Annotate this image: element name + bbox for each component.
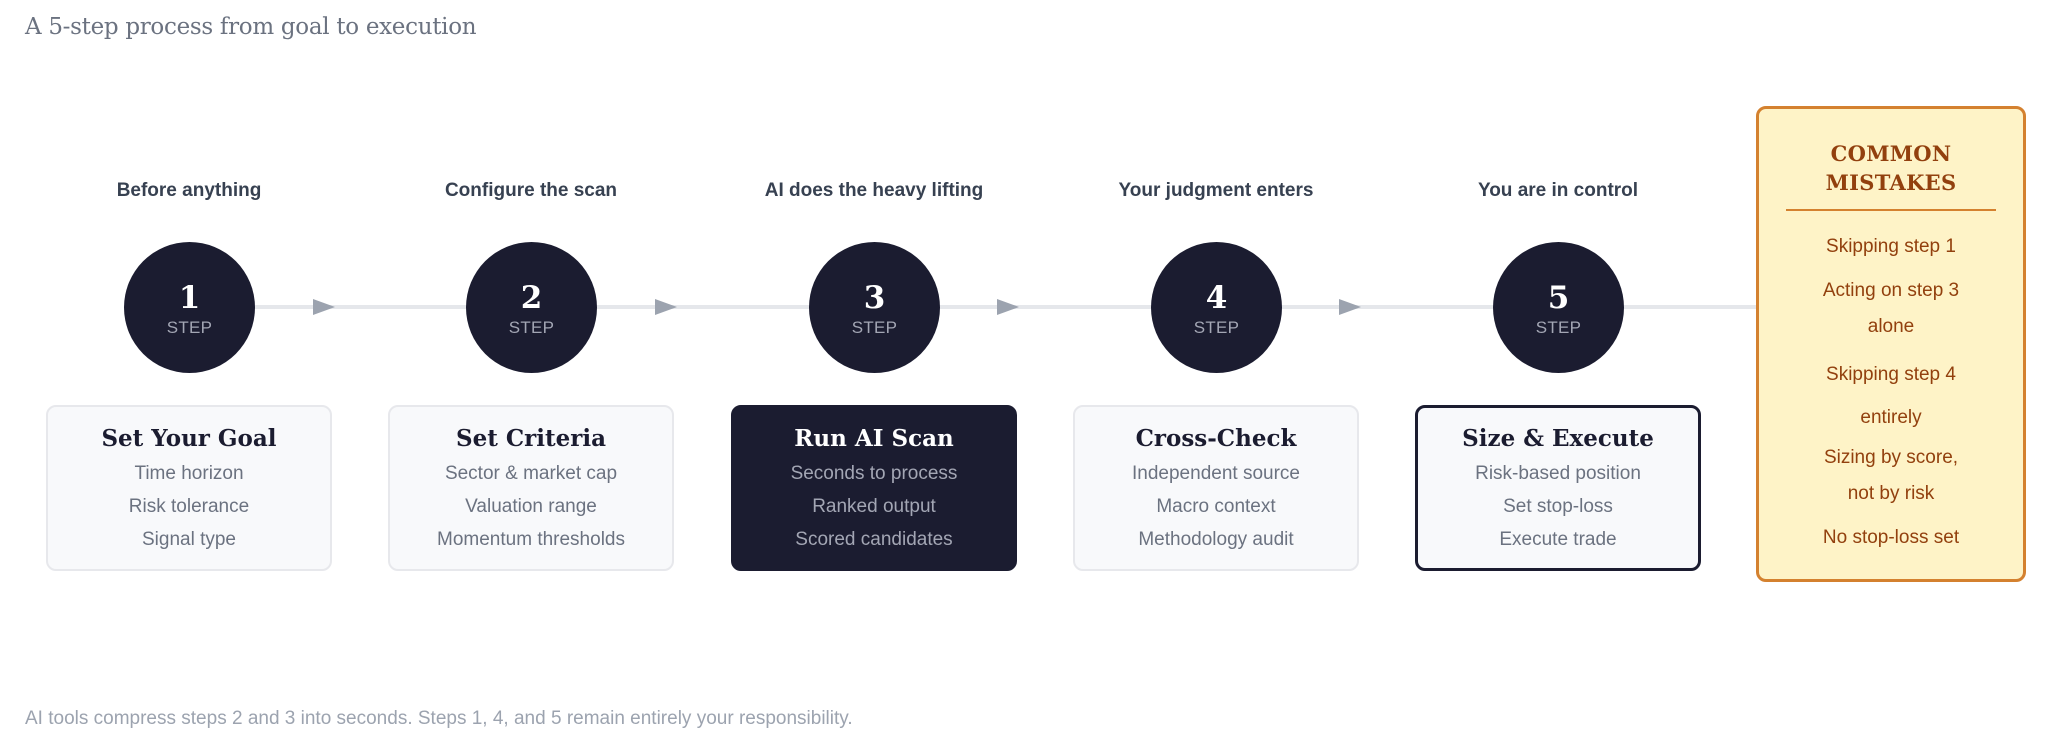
mistake-item: Skipping step 4 entirely <box>1759 353 2023 439</box>
mistake-text: entirely <box>1860 407 1922 428</box>
mistake-text: No stop-loss set <box>1822 527 1960 548</box>
step-word: STEP <box>1193 318 1240 337</box>
step-card-item: Scored candidates <box>795 529 953 550</box>
step-number: 4 <box>1205 280 1228 316</box>
step-card-title: Size & Execute <box>1462 425 1654 452</box>
mistakes-divider <box>1786 209 1996 211</box>
step-card-title: Run AI Scan <box>794 425 954 452</box>
mistakes-title: COMMON MISTAKES <box>1759 139 2023 197</box>
step-label: Configure the scan <box>444 180 618 201</box>
step-word: STEP <box>166 318 213 337</box>
mistake-text: Skipping step 4 <box>1826 364 1956 385</box>
mistake-text: alone <box>1867 316 1915 337</box>
step-card-title: Cross-Check <box>1135 425 1297 452</box>
step-word: STEP <box>1535 318 1582 337</box>
step-card-item: Valuation range <box>465 496 597 517</box>
step-card-item: Time horizon <box>134 463 244 484</box>
mistakes-list: Skipping step 1 Acting on step 3 alone S… <box>1759 229 2023 556</box>
step-word: STEP <box>508 318 555 337</box>
step-number: 3 <box>863 280 886 316</box>
step-card: Set Your Goal Time horizon Risk toleranc… <box>46 405 332 571</box>
step-card-item: Independent source <box>1132 463 1300 484</box>
step-number-badge: 5 STEP <box>1493 242 1624 373</box>
mistake-text: Acting on step 3 <box>1822 280 1960 301</box>
step-number: 2 <box>520 280 543 316</box>
mistakes-title-line: COMMON <box>1830 141 1952 166</box>
step-number-badge: 3 STEP <box>809 242 940 373</box>
step-card-outlined: Size & Execute Risk-based position Set s… <box>1415 405 1701 571</box>
step-card-item: Ranked output <box>812 496 936 517</box>
step-number-badge: 1 STEP <box>124 242 255 373</box>
step-card-item: Risk tolerance <box>128 496 250 517</box>
step-card-item: Set stop-loss <box>1503 496 1613 517</box>
step-card: Set Criteria Sector & market cap Valuati… <box>388 405 674 571</box>
step-label: Before anything <box>116 180 262 201</box>
common-mistakes-panel: COMMON MISTAKES Skipping step 1 Acting o… <box>1756 106 2026 582</box>
step-card-title: Set Criteria <box>455 425 607 452</box>
step-number: 5 <box>1547 280 1570 316</box>
mistakes-title-line: MISTAKES <box>1825 170 1957 195</box>
step-card-highlighted: Run AI Scan Seconds to process Ranked ou… <box>731 405 1017 571</box>
arrow-right-icon <box>997 299 1019 315</box>
footer-note: AI tools compress steps 2 and 3 into sec… <box>25 708 853 729</box>
mistake-item: Sizing by score, not by risk <box>1759 440 2023 512</box>
step-label: Your judgment enters <box>1118 180 1314 201</box>
diagram-subtitle: A 5-step process from goal to execution <box>25 14 477 40</box>
step-word: STEP <box>851 318 898 337</box>
process-connector-line <box>189 305 1757 309</box>
step-card-item: Sector & market cap <box>444 463 618 484</box>
step-label: You are in control <box>1477 180 1639 201</box>
step-card-item: Execute trade <box>1499 529 1617 550</box>
step-card-title: Set Your Goal <box>101 425 277 452</box>
arrow-right-icon <box>313 299 335 315</box>
step-label: AI does the heavy lifting <box>764 180 984 201</box>
step-card: Cross-Check Independent source Macro con… <box>1073 405 1359 571</box>
mistake-item: Skipping step 1 <box>1759 229 2023 265</box>
step-number: 1 <box>178 280 201 316</box>
step-card-item: Seconds to process <box>790 463 958 484</box>
step-number-badge: 2 STEP <box>466 242 597 373</box>
step-card-item: Signal type <box>141 529 236 550</box>
step-number-badge: 4 STEP <box>1151 242 1282 373</box>
step-card-item: Risk-based position <box>1475 463 1641 484</box>
step-card-item: Momentum thresholds <box>437 529 625 550</box>
mistake-text: Sizing by score, <box>1823 447 1959 468</box>
mistake-text: not by risk <box>1847 483 1935 504</box>
step-card-item: Macro context <box>1156 496 1276 517</box>
mistake-item: No stop-loss set <box>1759 520 2023 556</box>
arrow-right-icon <box>655 299 677 315</box>
step-card-item: Methodology audit <box>1138 529 1294 550</box>
mistake-text: Skipping step 1 <box>1826 236 1956 257</box>
mistake-item: Acting on step 3 alone <box>1759 273 2023 345</box>
arrow-right-icon <box>1339 299 1361 315</box>
